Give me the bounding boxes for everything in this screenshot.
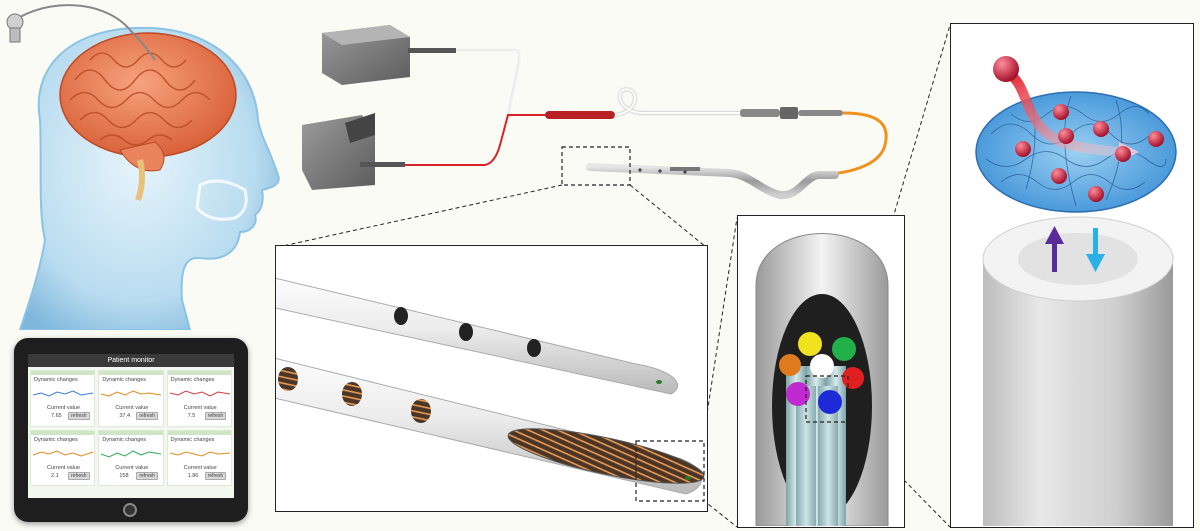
- tile-value: 1.86: [187, 472, 199, 479]
- bound-molecule: [1053, 104, 1069, 120]
- bound-molecule: [1093, 121, 1109, 137]
- fiber-pillar: [983, 259, 1173, 526]
- fiber-core-green: [832, 337, 856, 361]
- tile-label: Dynamic changes: [102, 377, 147, 383]
- red-fiber: [405, 114, 545, 166]
- head-illustration: [0, 0, 290, 330]
- probe-closeup-panel: [275, 245, 708, 512]
- bound-molecule: [1015, 141, 1031, 157]
- tile-label: Dynamic changes: [170, 377, 215, 383]
- hydrogel-panel: [950, 23, 1194, 528]
- tile-value: 2.1: [51, 472, 59, 479]
- fiber-connector: [740, 107, 843, 119]
- fiber-core-yellow: [798, 332, 822, 356]
- tile-value: 37.4: [119, 413, 131, 419]
- lower-probe-hole: [342, 382, 362, 406]
- patient-monitor-screen: Patient monitor Dynamic changes Current …: [28, 354, 234, 498]
- tile-value: 7.5: [187, 413, 196, 419]
- bound-molecule: [1051, 168, 1067, 184]
- orange-fiber: [809, 111, 888, 177]
- refresh-button[interactable]: refresh: [204, 412, 227, 420]
- bound-molecule: [1148, 131, 1164, 147]
- fiber-bundle-panel: [737, 215, 905, 528]
- zoom-region-3: [805, 375, 849, 423]
- tile-label: Dynamic changes: [34, 436, 78, 443]
- lower-probe-window: [507, 428, 705, 484]
- zoom-region-1: [561, 146, 631, 186]
- monitor-tile: Dynamic changes Current value 7.5 refres…: [166, 370, 232, 427]
- upper-probe-hole: [394, 307, 408, 325]
- monitor-tile: Dynamic changes Current value 1.86 refre…: [166, 429, 232, 486]
- refresh-button[interactable]: refresh: [204, 471, 227, 480]
- monitor-tile: Dynamic changes Current value 37.4 refre…: [98, 370, 164, 427]
- lower-probe-hole: [411, 399, 431, 423]
- cerebellum: [119, 141, 165, 172]
- tile-current-label: Current value: [47, 405, 81, 411]
- tile-label: Dynamic changes: [102, 436, 147, 443]
- probe-shaft: [586, 163, 839, 200]
- bound-molecule: [1058, 128, 1074, 144]
- hydrogel-disk: [975, 91, 1177, 213]
- tile-current-label: Current value: [115, 464, 149, 471]
- upper-probe-hole: [527, 339, 541, 357]
- tile-value: 158: [119, 472, 129, 479]
- lower-probe-hole: [278, 367, 298, 391]
- tile-current-label: Current value: [183, 405, 217, 411]
- refresh-button[interactable]: refresh: [68, 412, 90, 420]
- bound-molecule: [1088, 186, 1104, 202]
- tile-value: 7.65: [51, 413, 62, 419]
- fiber-core-white: [810, 354, 834, 378]
- arrow-down-icon: [1086, 228, 1105, 272]
- tile-current-label: Current value: [115, 405, 149, 411]
- fiber-core-blue: [818, 390, 842, 414]
- tile-label: Dynamic changes: [34, 377, 78, 383]
- monitor-tile: Dynamic changes Current value 158 refres…: [98, 429, 164, 486]
- monitor-tile: Dynamic changes Current value 2.1 refres…: [30, 429, 96, 486]
- fiber-loop: [614, 88, 740, 116]
- fiber-core-magenta: [786, 382, 810, 406]
- light-source-lower: [302, 113, 405, 190]
- upper-probe-hole: [459, 323, 473, 341]
- probe-system: [290, 15, 910, 215]
- fiber-core-orange: [779, 354, 801, 376]
- molecule: [993, 56, 1019, 82]
- monitor-tiles: Dynamic changes Current value 7.65 refre…: [28, 367, 234, 489]
- tablet-device: Patient monitor Dynamic changes Current …: [14, 338, 248, 522]
- tile-label: Dynamic changes: [170, 436, 215, 443]
- light-source-upper: [322, 25, 456, 85]
- refresh-button[interactable]: refresh: [136, 412, 158, 420]
- upper-probe-tube: [276, 277, 678, 395]
- tile-current-label: Current value: [183, 464, 217, 471]
- molecule-trajectory: [1001, 67, 1124, 157]
- arrow-up-icon: [1045, 226, 1064, 272]
- fiber-coupler: [545, 111, 615, 119]
- tile-current-label: Current value: [47, 464, 81, 471]
- white-fiber: [456, 48, 521, 116]
- monitor-title: Patient monitor: [28, 354, 234, 367]
- implant-wire: [17, 4, 156, 61]
- brainstem: [135, 159, 146, 201]
- fiber-core-red: [842, 367, 864, 389]
- tablet-home-button[interactable]: [123, 503, 137, 517]
- monitor-tile: Dynamic changes Current value 7.65 refre…: [30, 370, 96, 427]
- refresh-button[interactable]: refresh: [68, 471, 90, 480]
- mouth-cavity: [195, 179, 248, 221]
- bound-molecule: [1115, 146, 1131, 162]
- refresh-button[interactable]: refresh: [136, 471, 158, 480]
- zoom-region-2: [635, 440, 705, 502]
